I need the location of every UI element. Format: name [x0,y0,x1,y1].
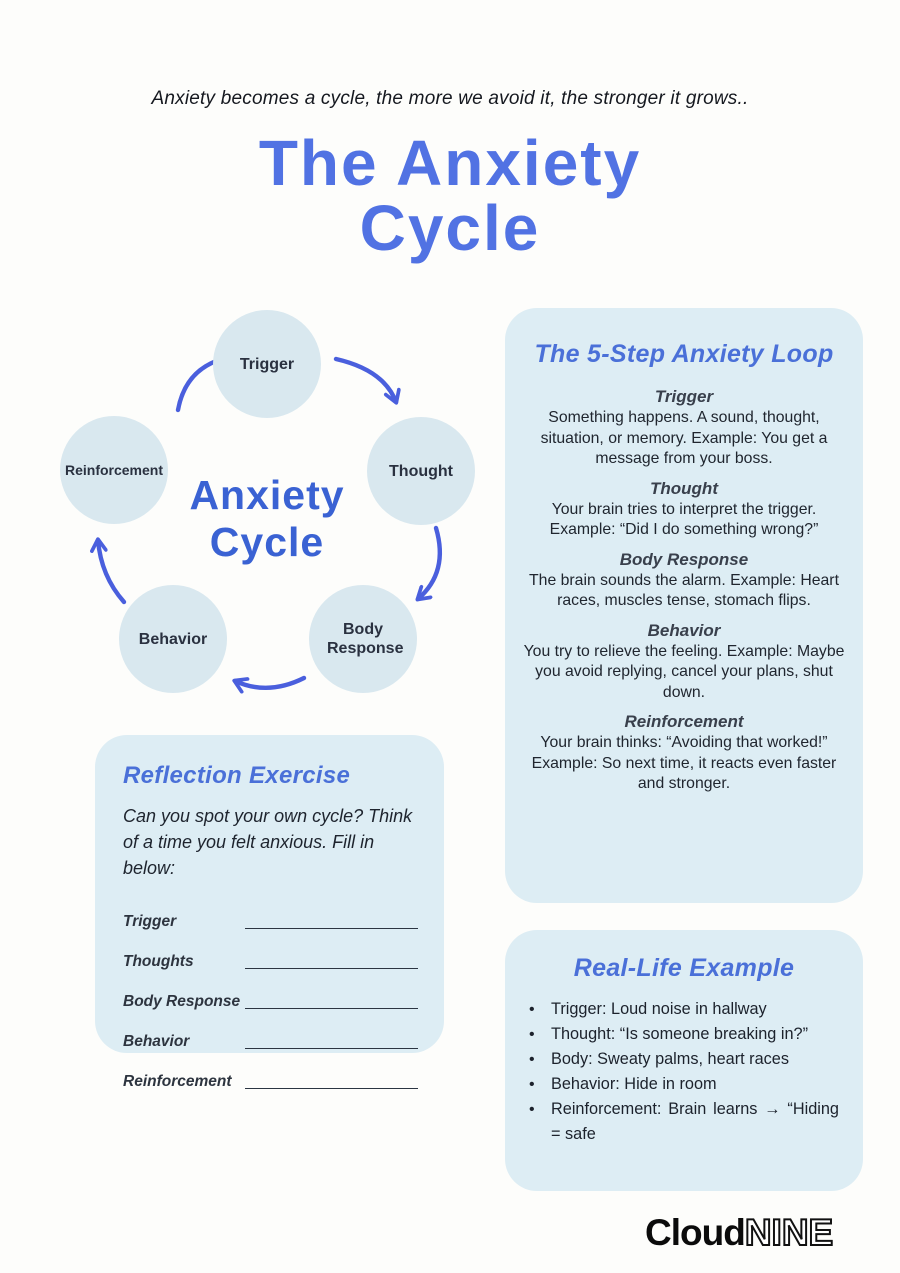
cycle-node-reinforcement: Reinforcement [60,416,168,524]
cycle-center-line1: Anxiety [189,472,345,518]
bullet-icon: • [529,1001,535,1018]
reflection-field-behavior-line[interactable] [245,1048,418,1049]
reflection-intro: Can you spot your own cycle? Think of a … [123,806,413,878]
reflection-field-body-response: Body Response [123,977,418,1017]
example-bullet-thought-text: Thought: “Is someone breaking in?” [551,1025,809,1043]
example-bullet-trigger: • Trigger: Loud noise in hallway [529,997,839,1022]
cycle-node-trigger-label: Trigger [239,355,295,373]
loop-step-thought: Thought Your brain tries to interpret th… [522,479,846,541]
bullet-icon: • [529,1051,535,1068]
reflection-field-reinforcement-line[interactable] [245,1088,418,1089]
reflection-field-thoughts-label: Thoughts [123,953,194,970]
loop-step-reinforcement-name: Reinforcement [624,712,744,731]
logo-text-cloud: Cloud [645,1212,746,1253]
page-subtitle: Anxiety becomes a cycle, the more we avo… [151,88,749,109]
cycle-node-thought: Thought [367,417,475,525]
arrow-behavior-to-reinforcement [98,540,127,605]
cycle-center-line2: Cycle [209,519,325,565]
cycle-node-body-response: Body Response [309,585,417,693]
page-title: The Anxiety Cycle [0,131,900,261]
anxiety-cycle-diagram: Trigger Thought Body Response Behavior R… [40,300,500,720]
reflection-field-trigger: Trigger [123,897,418,937]
reflection-field-body-response-line[interactable] [245,1008,418,1009]
example-bullet-body: • Body: Sweaty palms, heart races [529,1047,839,1072]
reflection-field-reinforcement: Reinforcement [123,1057,418,1097]
reflection-field-thoughts-line[interactable] [245,968,418,969]
loop-step-thought-text: Your brain tries to interpret the trigge… [549,500,819,539]
reflection-field-behavior-label: Behavior [123,1033,190,1050]
example-bullet-thought: • Thought: “Is someone breaking in?” [529,1022,839,1047]
arrow-body-to-behavior [235,675,307,688]
loop-step-trigger-text: Something happens. A sound, thought, sit… [540,409,828,467]
example-bullet-body-text: Body: Sweaty palms, heart races [551,1050,789,1068]
reflection-field-thoughts: Thoughts [123,937,418,977]
cycle-node-body-response-label: Body Response [327,621,404,657]
reflection-exercise-panel: Reflection Exercise Can you spot your ow… [95,735,444,1090]
loop-step-trigger: Trigger Something happens. A sound, thou… [522,387,846,470]
example-bullet-reinforcement-text: Reinforcement: Brain learns → “Hiding = … [551,1100,839,1143]
cycle-node-reinforcement-label: Reinforcement [64,461,164,478]
reflection-fields: Trigger Thoughts Body Response Behavior … [123,897,418,1097]
example-bullet-behavior: • Behavior: Hide in room [529,1072,839,1097]
loop-step-behavior-text: You try to relieve the feeling. Example:… [523,642,845,701]
cycle-node-thought-label: Thought [389,462,453,480]
bullet-icon: • [529,1076,535,1093]
real-life-example-title: Real-Life Example [573,954,795,982]
example-bullet-trigger-text: Trigger: Loud noise in hallway [551,1000,767,1018]
five-step-loop-title: The 5-Step Anxiety Loop [534,340,834,368]
bullet-icon: • [529,1101,535,1118]
reflection-field-body-response-label: Body Response [123,993,241,1010]
loop-step-reinforcement: Reinforcement Your brain thinks: “Avoidi… [522,712,846,795]
page-title-line2: Cycle [359,192,541,264]
cycle-center-label: Anxiety Cycle [127,472,407,566]
example-bullet-behavior-text: Behavior: Hide in room [551,1075,717,1093]
arrow-thought-to-body [418,525,443,599]
reflection-title: Reflection Exercise [123,762,351,789]
page-title-line1: The Anxiety [258,127,642,199]
cycle-node-trigger: Trigger [213,310,321,418]
loop-step-body-response-name: Body Response [619,549,749,569]
cycle-node-behavior-label: Behavior [138,630,208,648]
arrow-trigger-to-thought [333,356,396,402]
loop-step-body-response: Body Response The brain sounds the alarm… [522,550,846,612]
loop-step-reinforcement-text: Your brain thinks: “Avoiding that worked… [531,734,837,792]
reflection-field-reinforcement-label: Reinforcement [123,1073,232,1090]
loop-step-behavior-name: Behavior [647,620,721,640]
bullet-icon: • [529,1026,535,1043]
five-step-loop-panel: The 5-Step Anxiety Loop Trigger Somethin… [505,308,863,903]
cloudnine-logo: Cloud NINE [645,1211,834,1254]
cycle-node-behavior: Behavior [119,585,227,693]
reflection-field-trigger-label: Trigger [123,913,177,930]
loop-step-thought-name: Thought [650,478,718,498]
logo-text-nine: NINE [744,1211,834,1254]
example-bullet-reinforcement: • Reinforcement: Brain learns → “Hiding … [529,1097,839,1147]
reflection-field-behavior: Behavior [123,1017,418,1057]
real-life-example-panel: Real-Life Example • Trigger: Loud noise … [505,930,863,1191]
loop-step-trigger-name: Trigger [654,387,714,406]
reflection-field-trigger-line[interactable] [245,928,418,929]
loop-step-behavior: Behavior You try to relieve the feeling.… [522,621,846,704]
loop-step-body-response-text: The brain sounds the alarm. Example: Hea… [529,571,839,610]
